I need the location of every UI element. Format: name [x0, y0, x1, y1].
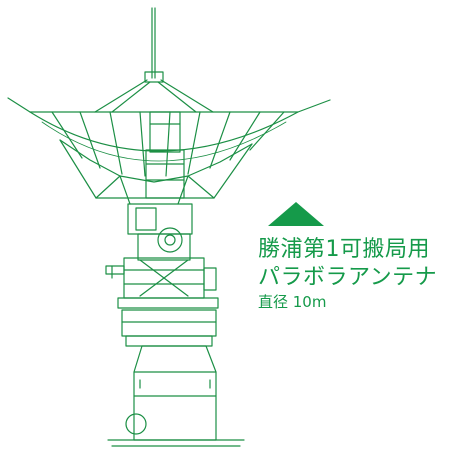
mount-assembly	[105, 203, 217, 299]
caption-subtitle: パラボラアンテナ	[258, 265, 438, 290]
pedestal	[107, 345, 245, 447]
feed-mast	[144, 7, 164, 83]
antenna-caption: 勝浦第1可搬局用 パラボラアンテナ 直径 10m	[258, 236, 437, 312]
platform-deck	[117, 297, 219, 347]
triangle-pointer-icon	[268, 202, 324, 226]
caption-diameter: 直径 10m	[258, 293, 327, 311]
feed-housing	[145, 111, 185, 199]
dish-reflector	[7, 97, 331, 205]
support-struts	[94, 79, 214, 113]
caption-title: 勝浦第1可搬局用	[258, 237, 430, 262]
